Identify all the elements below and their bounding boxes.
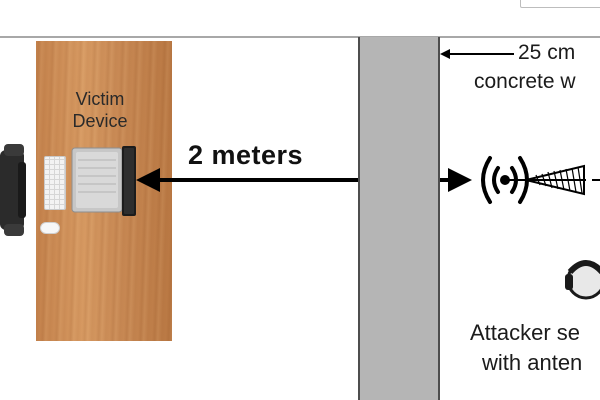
concrete-wall xyxy=(358,37,440,400)
distance-label: 2 meters xyxy=(188,140,304,170)
victim-device-label: Victim Device xyxy=(60,88,140,132)
antenna-icon xyxy=(481,156,600,204)
frame-top-border xyxy=(0,36,600,38)
top-right-frame xyxy=(520,0,600,8)
office-chair-icon xyxy=(0,144,26,236)
keyboard-icon xyxy=(44,156,66,210)
laptop-icon xyxy=(71,146,136,216)
victim-label-line1: Victim xyxy=(75,89,125,109)
mouse-icon xyxy=(40,222,60,234)
wall-label: 25 cm concrete w xyxy=(474,38,600,96)
wall-label-line1: 25 cm xyxy=(518,41,576,64)
wall-thickness-arrow xyxy=(440,49,514,59)
person-head-icon xyxy=(565,260,600,300)
attacker-label-line1: Attacker se xyxy=(470,320,581,345)
wall-label-line2: concrete w xyxy=(474,70,576,93)
attacker-label: Attacker se with anten xyxy=(470,318,600,378)
victim-label-line2: Device xyxy=(72,111,128,131)
attacker-label-line2: with anten xyxy=(482,350,583,375)
